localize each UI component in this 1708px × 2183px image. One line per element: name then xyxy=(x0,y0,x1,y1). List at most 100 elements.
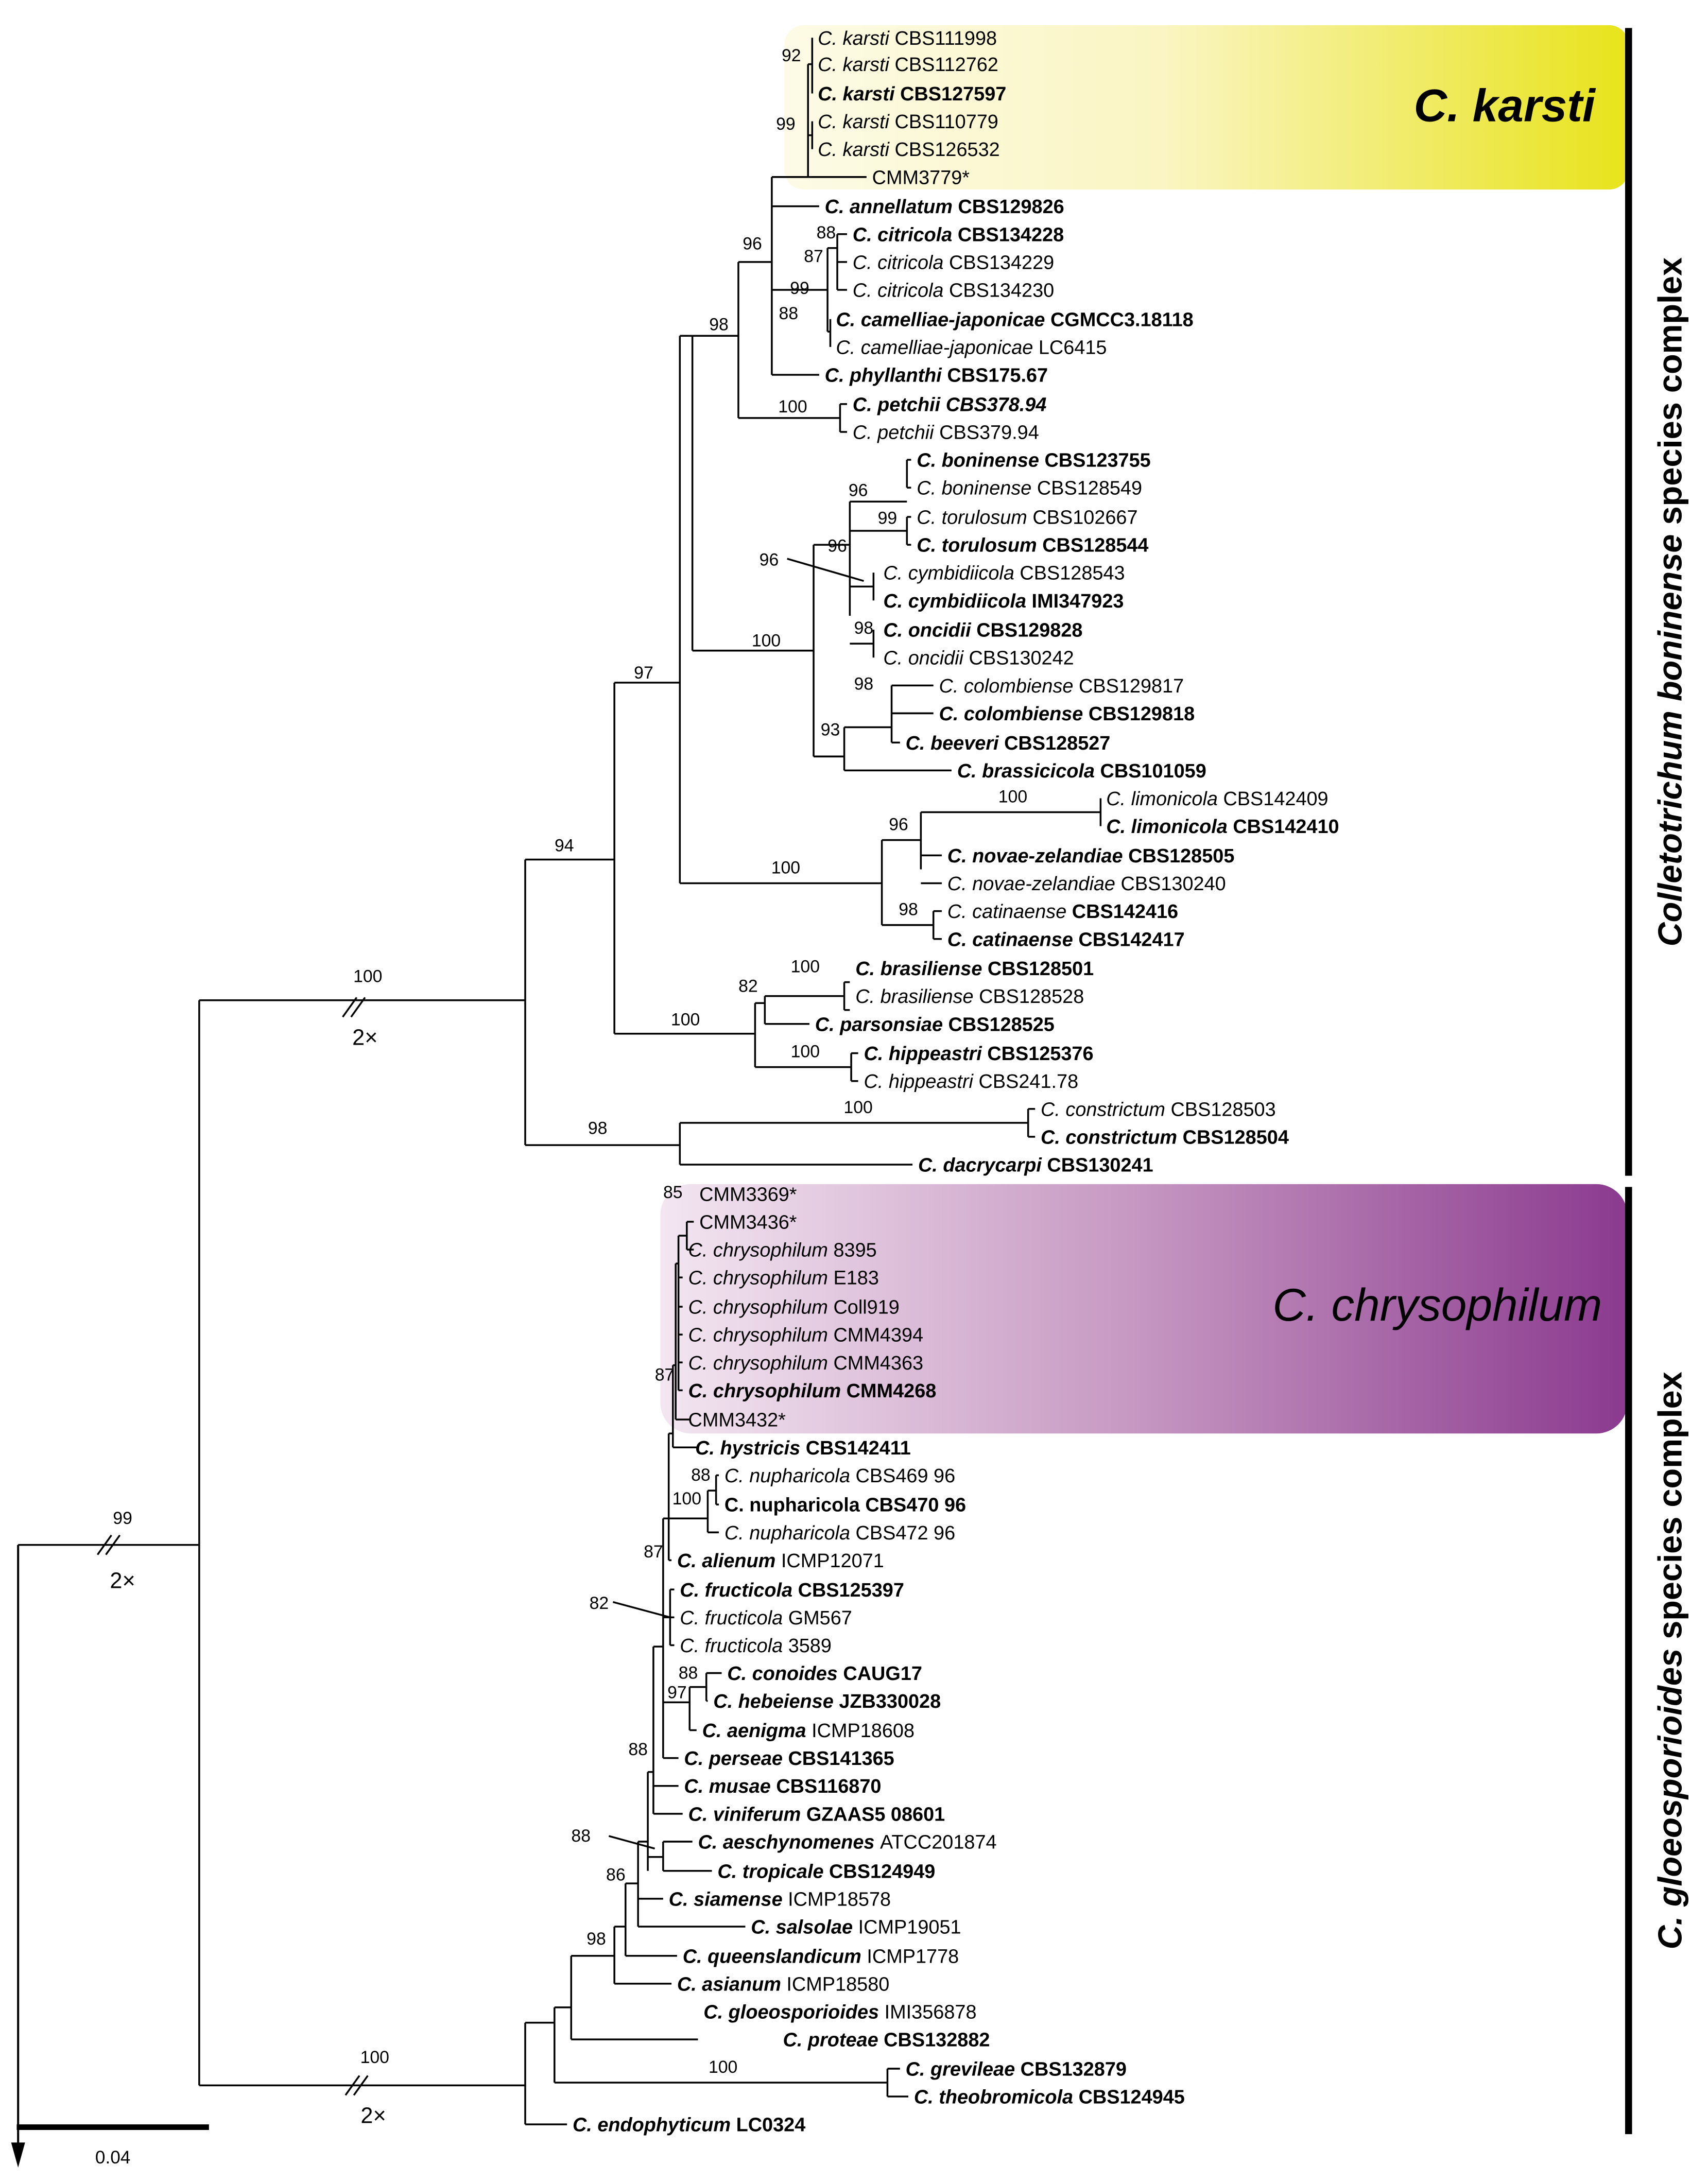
taxon-label: C. grevileae CBS132879 xyxy=(906,2058,1127,2080)
taxon-strain-id: CBS124949 xyxy=(829,1861,935,1882)
taxon-label: C. camelliae-japonicae LC6415 xyxy=(836,337,1107,358)
taxon-strain-id: CBS132882 xyxy=(884,2030,990,2051)
taxon-label: C. colombiense CBS129817 xyxy=(939,675,1184,697)
support-value: 98 xyxy=(588,1119,608,1138)
taxon-species-name: C. hebeiense xyxy=(713,1691,839,1712)
taxon-label: C. chrysophilum CMM4394 xyxy=(688,1325,924,1346)
taxon-species-name: C. cymbidiicola xyxy=(883,563,1020,584)
taxon-species-name: C. beeveri xyxy=(906,733,1005,754)
taxon-species-name: C. endophyticum xyxy=(573,2115,736,2136)
taxon-species-name: C. perseae xyxy=(684,1748,788,1770)
taxon-strain-id: CBS128528 xyxy=(979,986,1084,1008)
taxon-species-name: C. brasiliense xyxy=(855,986,979,1008)
taxon-label: C. karsti CBS126532 xyxy=(818,139,1000,161)
taxon-label: C. parsonsiae CBS128525 xyxy=(815,1014,1055,1035)
taxon-species-name: C. dacrycarpi xyxy=(918,1155,1047,1176)
taxon-strain-id: ICMP18580 xyxy=(786,1973,889,1995)
taxon-strain-id: CBS130241 xyxy=(1047,1155,1153,1176)
taxon-label: C. hebeiense JZB330028 xyxy=(713,1691,941,1712)
taxon-label: C. aeschynomenes ATCC201874 xyxy=(698,1831,996,1853)
taxon-label: C. musae CBS116870 xyxy=(684,1776,881,1797)
taxon-strain-id: E183 xyxy=(833,1268,878,1289)
taxon-label: C. salsolae ICMP19051 xyxy=(751,1917,961,1938)
karsti-highlight-box xyxy=(784,25,1629,190)
taxon-strain-id: CBS129818 xyxy=(1089,703,1195,725)
taxon-strain-id: CBS111998 xyxy=(895,28,997,49)
taxon-species-name: C. chrysophilum xyxy=(688,1380,847,1402)
taxon-species-name: C. hippeastri xyxy=(864,1043,987,1065)
taxon-species-name: C. aenigma xyxy=(702,1720,812,1742)
support-value: 100 xyxy=(778,397,807,417)
support-value: 99 xyxy=(113,1509,132,1528)
taxon-species-name: C. novae-zelandiae xyxy=(947,845,1128,867)
taxon-species-name: C. boninense xyxy=(917,478,1037,499)
taxon-label: C. chrysophilum Coll919 xyxy=(688,1297,900,1319)
taxon-species-name: C. asianum xyxy=(677,1973,787,1995)
taxon-strain-id: CBS126532 xyxy=(895,139,1000,161)
taxon-strain-id: CBS132879 xyxy=(1021,2058,1127,2080)
support-value: 100 xyxy=(672,1489,701,1509)
support-value: 98 xyxy=(854,618,874,638)
support-value: 98 xyxy=(854,674,874,694)
taxon-label: C. cymbidiicola CBS128543 xyxy=(883,563,1125,584)
taxon-strain-id: CBS125376 xyxy=(987,1043,1093,1065)
taxon-species-name: C. tropicale xyxy=(717,1861,829,1882)
support-value: 100 xyxy=(771,858,800,878)
taxon-strain-id: CBS129817 xyxy=(1079,675,1184,697)
support-value: 96 xyxy=(743,234,762,253)
taxon-species-name: C. alienum xyxy=(677,1550,781,1572)
taxon-label: C. cymbidiicola IMI347923 xyxy=(883,591,1124,612)
taxon-species-name: C. proteae xyxy=(783,2030,884,2051)
taxon-label: C. hippeastri CBS241.78 xyxy=(864,1071,1078,1093)
taxon-label: C. limonicola CBS142409 xyxy=(1106,788,1328,810)
taxon-strain-id: 8395 xyxy=(833,1240,876,1261)
root-arrow-head xyxy=(11,2142,25,2168)
taxon-species-name: C. karsti xyxy=(818,28,894,49)
taxon-species-name: C. citricola xyxy=(853,224,958,246)
taxon-label: C. chrysophilum 8395 xyxy=(688,1240,877,1261)
taxon-strain-id: LC0324 xyxy=(736,2115,806,2136)
taxon-strain-id: JZB330028 xyxy=(839,1691,941,1712)
taxon-species-name: C. limonicola xyxy=(1106,788,1223,810)
support-value: 86 xyxy=(606,1865,626,1885)
taxon-species-name: C. limonicola xyxy=(1106,816,1233,838)
taxon-label: C. annellatum CBS129826 xyxy=(825,196,1064,218)
taxon-strain-id: Coll919 xyxy=(833,1297,899,1319)
taxon-label: C. chrysophilum CMM4268 xyxy=(688,1380,937,1402)
taxon-strain-id: CMM3432* xyxy=(688,1410,786,1431)
taxon-species-name: C. fructicola xyxy=(680,1580,798,1601)
taxon-strain-id: CBS128525 xyxy=(948,1014,1055,1035)
taxon-label: C. gloeosporioides IMI356878 xyxy=(703,2002,976,2023)
support-value: 85 xyxy=(663,1183,683,1202)
support-value: 82 xyxy=(590,1593,609,1613)
taxon-label: C. novae-zelandiae CBS128505 xyxy=(947,845,1235,867)
taxon-label: CMM3436* xyxy=(699,1211,797,1233)
taxon-label: C. petchii CBS379.94 xyxy=(853,422,1039,443)
support-value: 100 xyxy=(791,1042,820,1062)
taxon-label: C. aenigma ICMP18608 xyxy=(702,1720,915,1742)
taxon-strain-id: CBS125397 xyxy=(798,1580,904,1601)
taxon-strain-id: CBS127597 xyxy=(900,83,1006,105)
taxon-strain-id: CBS472 96 xyxy=(856,1522,956,1544)
boninense-complex-epithet: boninense xyxy=(1651,534,1689,711)
taxon-strain-id: CMM4363 xyxy=(833,1353,923,1374)
taxon-strain-id: CBS142409 xyxy=(1223,788,1328,810)
support-pointer-line xyxy=(787,558,864,582)
support-value: 88 xyxy=(571,1826,591,1846)
support-value: 96 xyxy=(827,536,847,556)
support-value: 96 xyxy=(889,815,908,835)
taxon-label: C. citricola CBS134228 xyxy=(853,224,1064,246)
taxon-strain-id: CBS134229 xyxy=(949,252,1054,273)
taxon-label: C. alienum ICMP12071 xyxy=(677,1550,884,1572)
support-value: 88 xyxy=(691,1465,711,1485)
support-value: 99 xyxy=(790,279,809,298)
taxon-strain-id: CBS469 96 xyxy=(856,1465,956,1487)
taxon-label: C. nupharicola CBS469 96 xyxy=(724,1465,955,1487)
taxon-species-name: C. petchii xyxy=(853,394,946,415)
support-value: 96 xyxy=(849,480,868,500)
taxon-species-name: C. chrysophilum xyxy=(688,1353,834,1374)
taxon-strain-id: LC6415 xyxy=(1039,337,1107,358)
support-value: 97 xyxy=(634,663,653,683)
taxon-strain-id: IMI356878 xyxy=(885,2002,977,2023)
